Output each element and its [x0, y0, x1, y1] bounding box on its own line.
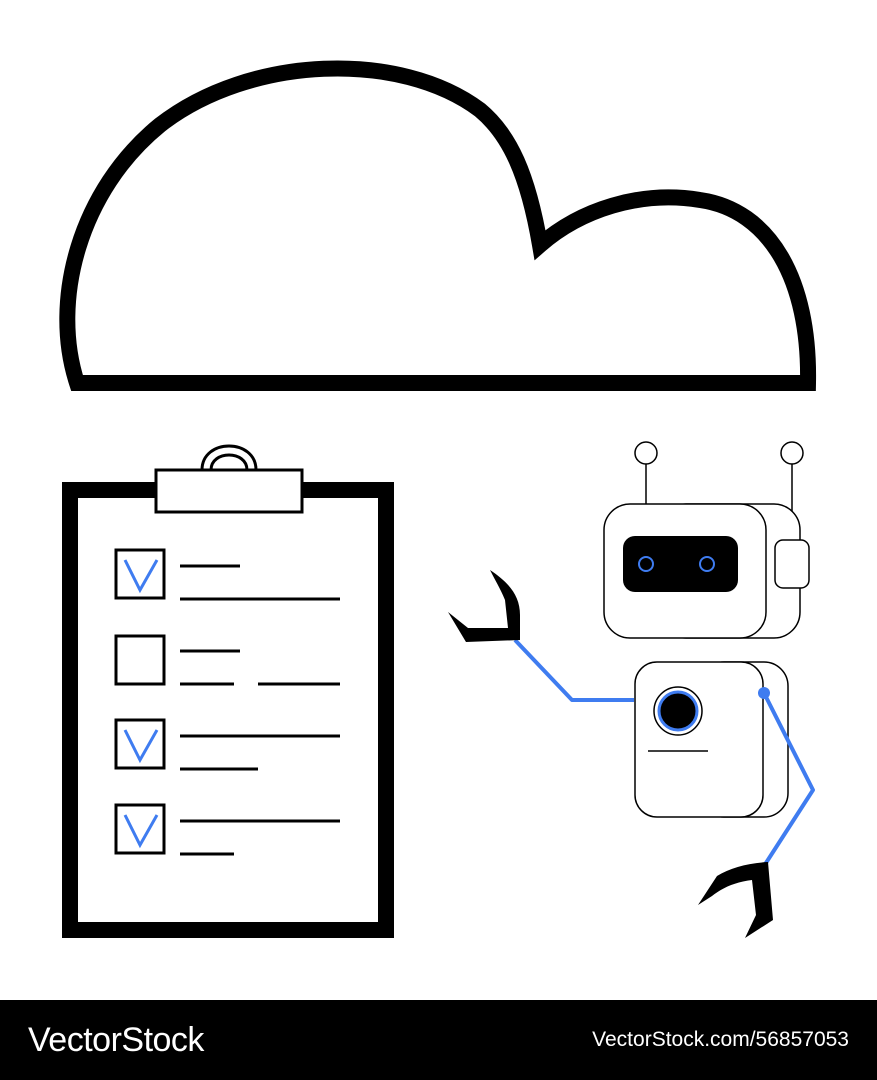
robot-arm — [762, 692, 815, 868]
robot-claw-icon — [698, 862, 773, 938]
brand-logo: VectorStock — [28, 1020, 204, 1059]
robot-icon — [448, 441, 815, 938]
robot-arm — [513, 638, 634, 702]
robot-ear — [774, 539, 810, 589]
clipboard-ring-inner — [209, 453, 249, 471]
checkmark-icon — [123, 559, 159, 594]
robot-antenna-tip — [634, 441, 658, 465]
checkbox-unchecked — [114, 634, 166, 686]
cloud-icon — [59, 60, 817, 391]
checkmark-icon — [123, 814, 159, 849]
robot-body — [634, 661, 764, 818]
robot-claw-icon — [448, 570, 520, 642]
checkmark-icon — [123, 729, 159, 764]
clipboard-ring — [200, 444, 258, 471]
robot-eye — [638, 556, 654, 572]
image-id: VectorStock.com/56857053 — [592, 1028, 849, 1051]
robot-lens — [657, 690, 699, 732]
clipboard-icon — [62, 444, 394, 938]
robot-eye — [699, 556, 715, 572]
watermark-bar: VectorStock VectorStock.com/56857053 — [0, 1000, 877, 1080]
illustration — [59, 60, 817, 938]
clipboard-clip — [154, 468, 304, 514]
checkbox-checked — [114, 548, 166, 600]
robot-antenna-tip — [780, 441, 804, 465]
robot-visor — [623, 536, 738, 592]
